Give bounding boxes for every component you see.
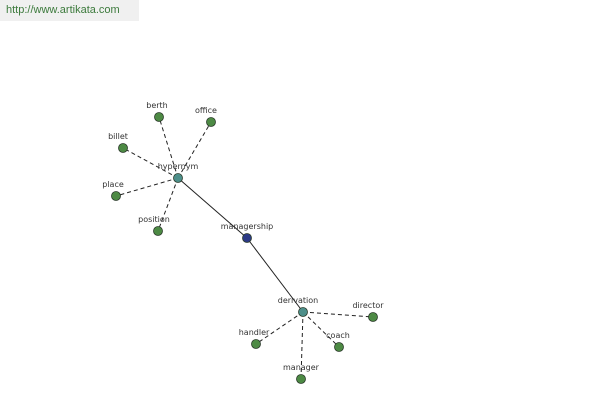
node-managership[interactable]: [242, 233, 252, 243]
graph-labels: managership hypernym derivation berth office…: [102, 101, 384, 372]
node-berth[interactable]: [154, 112, 164, 122]
node-handler[interactable]: [251, 339, 261, 349]
node-label-position[interactable]: position: [138, 215, 170, 224]
edge-hypernym-billet: [122, 147, 179, 179]
node-label-director[interactable]: director: [352, 301, 384, 310]
node-office[interactable]: [206, 117, 216, 127]
edge-hypernym-office: [177, 121, 212, 179]
edge-derivation-director: [302, 311, 374, 318]
graph-edges: [115, 116, 374, 380]
edge-managership-derivation: [246, 237, 304, 313]
node-label-derivation[interactable]: derivation: [278, 296, 318, 305]
node-label-managership[interactable]: managership: [221, 222, 274, 231]
edge-hypernym-berth: [158, 116, 179, 179]
graph-nodes: [111, 112, 378, 384]
node-billet[interactable]: [118, 143, 128, 153]
node-label-berth[interactable]: berth: [146, 101, 168, 110]
node-label-billet[interactable]: billet: [108, 132, 128, 141]
node-manager[interactable]: [296, 374, 306, 384]
url-banner: http://www.artikata.com: [0, 0, 139, 21]
edge-derivation-coach: [302, 311, 340, 348]
node-label-place[interactable]: place: [102, 180, 124, 189]
edge-derivation-handler: [255, 311, 304, 345]
node-place[interactable]: [111, 191, 121, 201]
edge-hypernym-position: [157, 177, 179, 232]
node-derivation[interactable]: [298, 307, 308, 317]
node-coach[interactable]: [334, 342, 344, 352]
node-label-manager[interactable]: manager: [283, 363, 320, 372]
node-label-coach[interactable]: coach: [326, 331, 350, 340]
node-hypernym[interactable]: [173, 173, 183, 183]
site-url-link[interactable]: http://www.artikata.com: [6, 4, 120, 16]
node-director[interactable]: [368, 312, 378, 322]
node-label-office[interactable]: office: [195, 106, 217, 115]
node-position[interactable]: [153, 226, 163, 236]
edge-managership-hypernym: [177, 177, 248, 239]
node-label-handler[interactable]: handler: [239, 328, 270, 337]
node-label-hypernym[interactable]: hypernym: [158, 162, 199, 171]
edge-hypernym-place: [115, 177, 179, 197]
